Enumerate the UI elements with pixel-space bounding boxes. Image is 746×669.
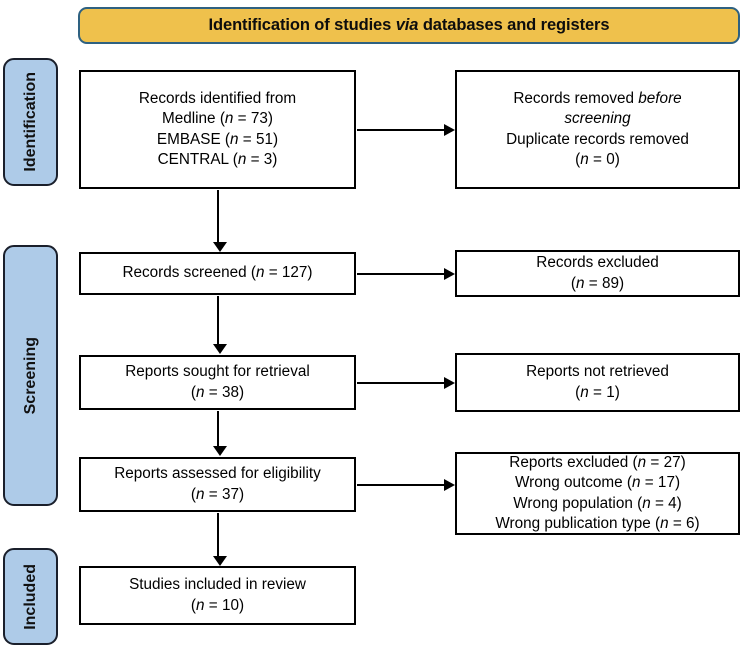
line-suffix: = 6) bbox=[668, 514, 700, 532]
node-line: Wrong outcome (n = 17) bbox=[515, 473, 680, 493]
arrow-screened-to-excluded bbox=[357, 268, 455, 280]
line-italic-n: n bbox=[660, 514, 669, 532]
line-prefix: Records removed bbox=[513, 90, 639, 108]
line-suffix: = 27) bbox=[646, 454, 686, 472]
line-suffix: = 127) bbox=[264, 264, 313, 282]
banner-text-after: databases and registers bbox=[418, 16, 610, 34]
node-reports-not-retrieved: Reports not retrieved (n = 1) bbox=[455, 353, 740, 412]
node-line: Reports not retrieved bbox=[526, 363, 669, 381]
line-suffix: = 89) bbox=[584, 274, 625, 292]
stage-included: Included bbox=[3, 548, 58, 645]
node-line: (n = 89) bbox=[571, 274, 624, 294]
line-italic-n: n bbox=[196, 596, 205, 614]
line-prefix: Wrong outcome ( bbox=[514, 474, 632, 492]
line-italic: screening bbox=[564, 110, 631, 128]
stage-screening: Screening bbox=[3, 245, 58, 506]
line-prefix: Wrong population ( bbox=[513, 494, 643, 512]
line-prefix: Reports excluded ( bbox=[509, 454, 638, 472]
node-line: (n = 0) bbox=[575, 150, 620, 170]
arrow-sought-to-notretrieved bbox=[357, 377, 455, 389]
line-italic-n: n bbox=[637, 454, 647, 472]
node-line: screening bbox=[564, 109, 630, 129]
arrow-identified-to-screened bbox=[213, 190, 227, 252]
stage-identification: Identification bbox=[3, 58, 58, 186]
line-suffix: = 73) bbox=[233, 110, 273, 128]
banner-text-before: Identification of studies bbox=[208, 16, 396, 34]
line-prefix: ( bbox=[190, 485, 197, 503]
node-line: Duplicate records removed bbox=[506, 130, 689, 148]
line-prefix: CENTRAL ( bbox=[157, 150, 238, 168]
line-prefix: ( bbox=[190, 596, 197, 614]
node-line: Records removed before bbox=[513, 89, 681, 109]
node-line: (n = 37) bbox=[191, 485, 244, 505]
header-banner: Identification of studies via databases … bbox=[78, 7, 740, 44]
line-prefix: Wrong publication type ( bbox=[495, 514, 661, 532]
node-reports-sought: Reports sought for retrieval (n = 38) bbox=[79, 355, 356, 410]
line-suffix: = 38) bbox=[204, 383, 245, 401]
arrow-identified-to-removed bbox=[357, 124, 455, 136]
line-italic-n: n bbox=[642, 494, 651, 512]
node-line: (n = 1) bbox=[575, 383, 620, 403]
line-suffix: = 3) bbox=[246, 150, 278, 168]
arrow-screened-to-sought bbox=[213, 296, 227, 354]
node-line: CENTRAL (n = 3) bbox=[158, 150, 278, 170]
line-prefix: ( bbox=[575, 383, 581, 401]
line-suffix: = 51) bbox=[238, 130, 279, 148]
node-line: Reports excluded (n = 27) bbox=[509, 453, 685, 473]
node-line: Reports assessed for eligibility bbox=[114, 465, 321, 483]
stage-included-label: Included bbox=[21, 563, 39, 630]
line-suffix: = 1) bbox=[588, 383, 620, 401]
line-suffix: = 10) bbox=[204, 596, 245, 614]
line-suffix: = 0) bbox=[588, 150, 620, 168]
line-italic: before bbox=[638, 90, 682, 108]
line-prefix: Medline ( bbox=[162, 110, 225, 128]
line-prefix: ( bbox=[190, 383, 197, 401]
node-line: Wrong population (n = 4) bbox=[513, 494, 682, 514]
stage-identification-label: Identification bbox=[21, 72, 39, 172]
node-reports-excluded-reasons: Reports excluded (n = 27) Wrong outcome … bbox=[455, 452, 740, 535]
banner-text-italic: via bbox=[395, 16, 419, 34]
arrow-assessed-to-included bbox=[213, 513, 227, 566]
node-records-removed: Records removed before screening Duplica… bbox=[455, 70, 740, 189]
node-line: Medline (n = 73) bbox=[162, 109, 273, 129]
arrow-assessed-to-reportsexcluded bbox=[357, 479, 455, 491]
node-records-excluded: Records excluded (n = 89) bbox=[455, 250, 740, 297]
node-line: Reports sought for retrieval bbox=[125, 363, 310, 381]
line-italic-n: n bbox=[196, 383, 205, 401]
line-suffix: = 37) bbox=[204, 485, 245, 503]
line-italic-n: n bbox=[237, 150, 247, 168]
line-italic-n: n bbox=[580, 383, 589, 401]
line-prefix: EMBASE ( bbox=[156, 130, 231, 148]
line-italic-n: n bbox=[580, 150, 589, 168]
line-prefix: ( bbox=[575, 150, 581, 168]
line-italic-n: n bbox=[255, 264, 265, 282]
node-line: Records screened (n = 127) bbox=[122, 263, 312, 283]
line-italic-n: n bbox=[230, 130, 239, 148]
header-banner-text: Identification of studies via databases … bbox=[209, 16, 610, 35]
node-records-identified: Records identified from Medline (n = 73)… bbox=[79, 70, 356, 189]
line-italic-n: n bbox=[196, 485, 205, 503]
line-prefix: Records screened ( bbox=[122, 264, 256, 282]
arrow-sought-to-assessed bbox=[213, 411, 227, 456]
node-reports-assessed: Reports assessed for eligibility (n = 37… bbox=[79, 457, 356, 512]
line-italic-n: n bbox=[224, 110, 234, 128]
node-line: Records excluded bbox=[536, 254, 659, 272]
node-line: Studies included in review bbox=[129, 576, 306, 594]
node-line: (n = 38) bbox=[191, 383, 244, 403]
line-italic-n: n bbox=[631, 474, 641, 492]
node-line: Wrong publication type (n = 6) bbox=[495, 514, 699, 534]
node-line: (n = 10) bbox=[191, 596, 244, 616]
line-suffix: = 4) bbox=[650, 494, 682, 512]
line-suffix: = 17) bbox=[640, 474, 681, 492]
node-line: Records identified from bbox=[138, 90, 297, 108]
node-line: EMBASE (n = 51) bbox=[157, 130, 278, 150]
line-italic-n: n bbox=[576, 274, 585, 292]
node-studies-included: Studies included in review (n = 10) bbox=[79, 566, 356, 625]
node-records-screened: Records screened (n = 127) bbox=[79, 252, 356, 295]
stage-screening-label: Screening bbox=[21, 336, 39, 415]
line-prefix: ( bbox=[570, 274, 577, 292]
